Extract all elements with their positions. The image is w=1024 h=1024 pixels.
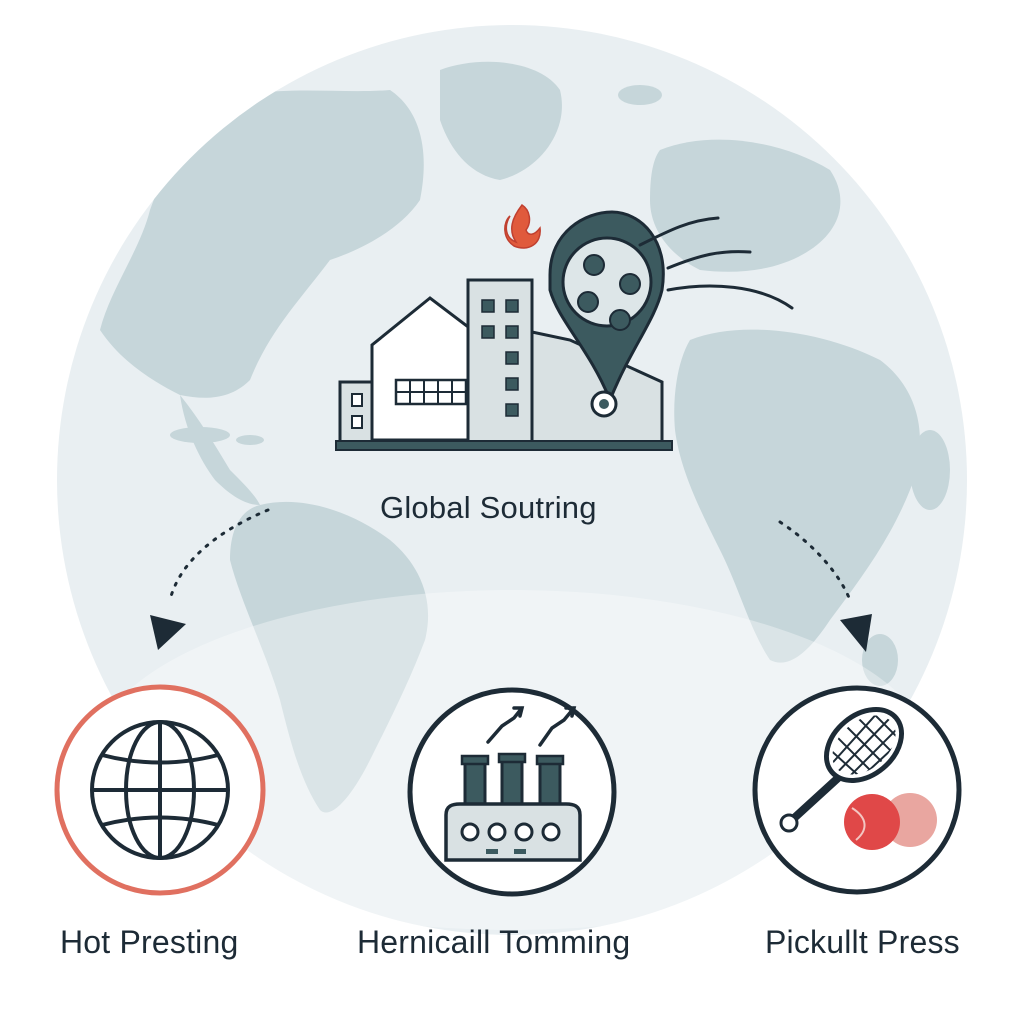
process-label-middle: Hernicaill Tomming — [357, 924, 631, 960]
process-hernicaill-tomming — [407, 687, 617, 897]
center-title: Global Soutring — [380, 490, 597, 525]
south-america-landmass — [230, 501, 429, 813]
motion-lines — [638, 216, 794, 310]
factory-with-location-pin-icon — [335, 204, 794, 451]
paddle-and-balls-icon — [779, 703, 937, 850]
europe-landmass — [650, 139, 841, 272]
globe-icon — [90, 720, 230, 860]
process-label-right: Pickullt Press — [765, 924, 960, 960]
central-america-landmass — [180, 395, 260, 505]
factory-icon — [444, 706, 582, 862]
greenland-landmass — [440, 61, 562, 180]
arrow-to-right-process — [778, 520, 872, 652]
process-label-left: Hot Presting — [60, 924, 239, 960]
process-pickullt-press — [752, 685, 962, 895]
process-hot-presting — [54, 684, 266, 896]
flame-icon — [504, 204, 541, 249]
arrow-to-left-process — [150, 508, 270, 650]
africa-landmass — [674, 329, 920, 663]
